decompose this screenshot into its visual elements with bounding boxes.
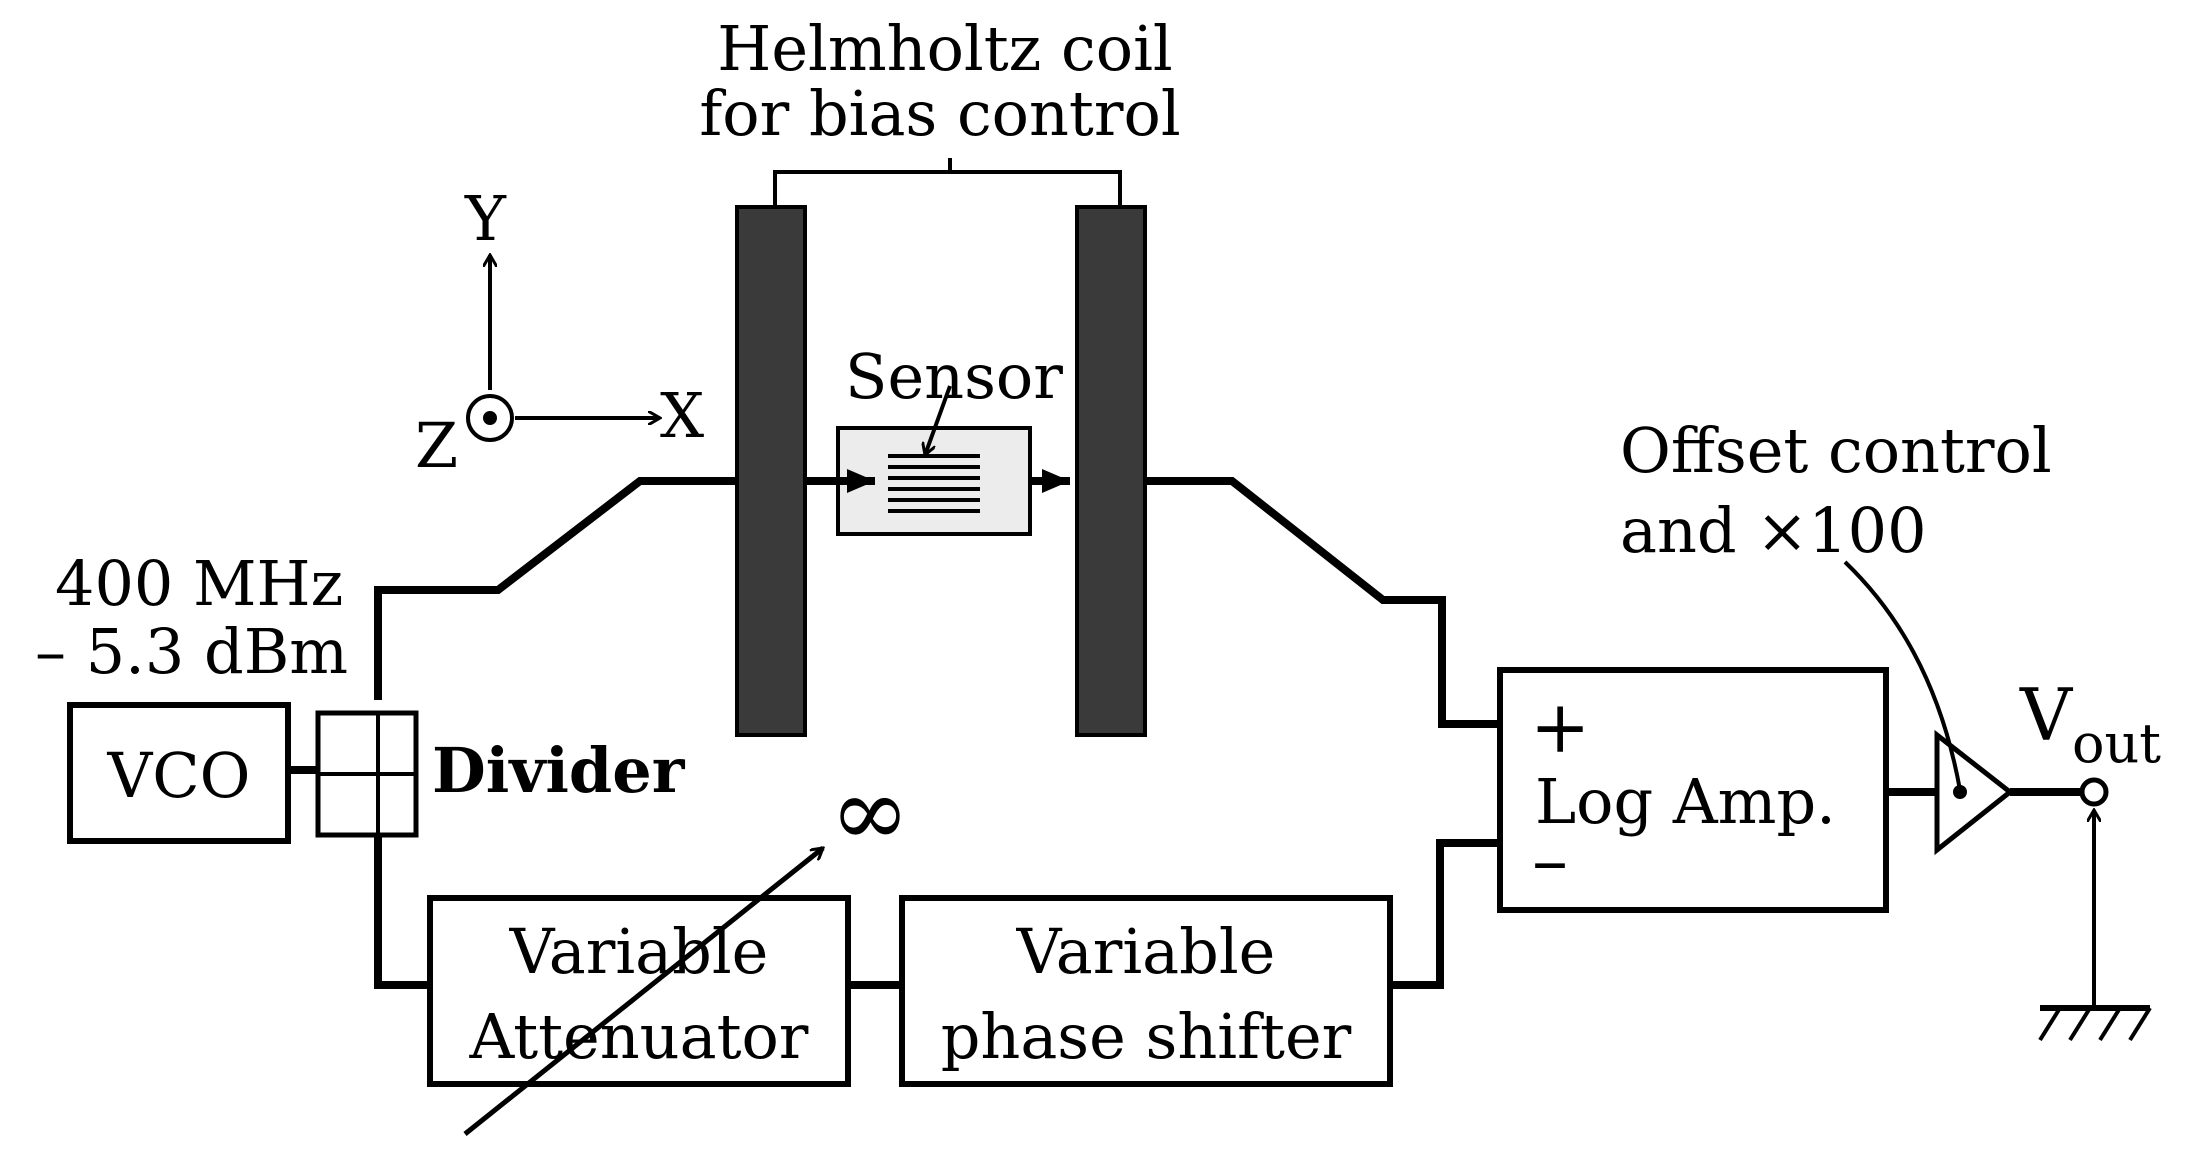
phase-shifter-label-line1: Variable [1016, 915, 1276, 988]
attenuator-label-line2: Attenuator [469, 1000, 809, 1073]
upper-path-right [1145, 477, 1500, 728]
vout-label: Vout [2019, 673, 2161, 775]
log-amp-label: Log Amp. [1535, 765, 1836, 838]
sensor-pointer-arrow [925, 385, 952, 455]
amplifier-control-dot [1953, 785, 1967, 799]
axes-indicator: Y X Z [415, 182, 704, 482]
y-axis-label: Y [464, 182, 507, 255]
source-frequency: 400 MHz [55, 547, 343, 620]
log-amp-box [1497, 667, 1889, 913]
output-terminal [2079, 777, 2109, 807]
upper-path-left [374, 477, 737, 700]
offset-control-pointer [1843, 560, 1962, 791]
attenuator-box [427, 895, 851, 1087]
divider-label: Divider [432, 734, 686, 807]
ground-hatching [2038, 1006, 2152, 1042]
offset-label-line1: Offset control [1620, 414, 2052, 487]
vco-label: VCO [106, 739, 250, 812]
helmholtz-coil-right [1075, 205, 1147, 737]
log-amp-plus-sign: + [1530, 685, 1590, 769]
shifter-to-logamp-wire [1390, 839, 1500, 989]
lower-path-to-attenuator [374, 835, 430, 989]
phase-shifter-box [899, 895, 1393, 1087]
x-axis-label: X [660, 379, 704, 452]
offset-label-line2: and ×100 [1620, 494, 1927, 567]
variable-adjust-arrow [463, 846, 823, 1136]
z-axis-dot [483, 411, 497, 425]
helmholtz-label-line2: for bias control [699, 77, 1180, 150]
helmholtz-label-line1: Helmholtz coil [717, 12, 1172, 85]
z-axis-label: Z [415, 409, 458, 482]
output-amplifier-triangle [1934, 729, 2015, 856]
sensor-label: Sensor [845, 340, 1063, 413]
infinity-symbol: ∞ [830, 756, 910, 868]
log-amp-minus-sign: – [1532, 818, 1568, 902]
source-power: – 5.3 dBm [35, 615, 348, 688]
vout-main: V [2019, 673, 2074, 757]
vout-subscript: out [2072, 712, 2161, 775]
phase-shifter-label-line2: phase shifter [941, 1000, 1352, 1073]
helmholtz-coil-left [735, 205, 807, 737]
helmholtz-bracket [773, 158, 1122, 205]
